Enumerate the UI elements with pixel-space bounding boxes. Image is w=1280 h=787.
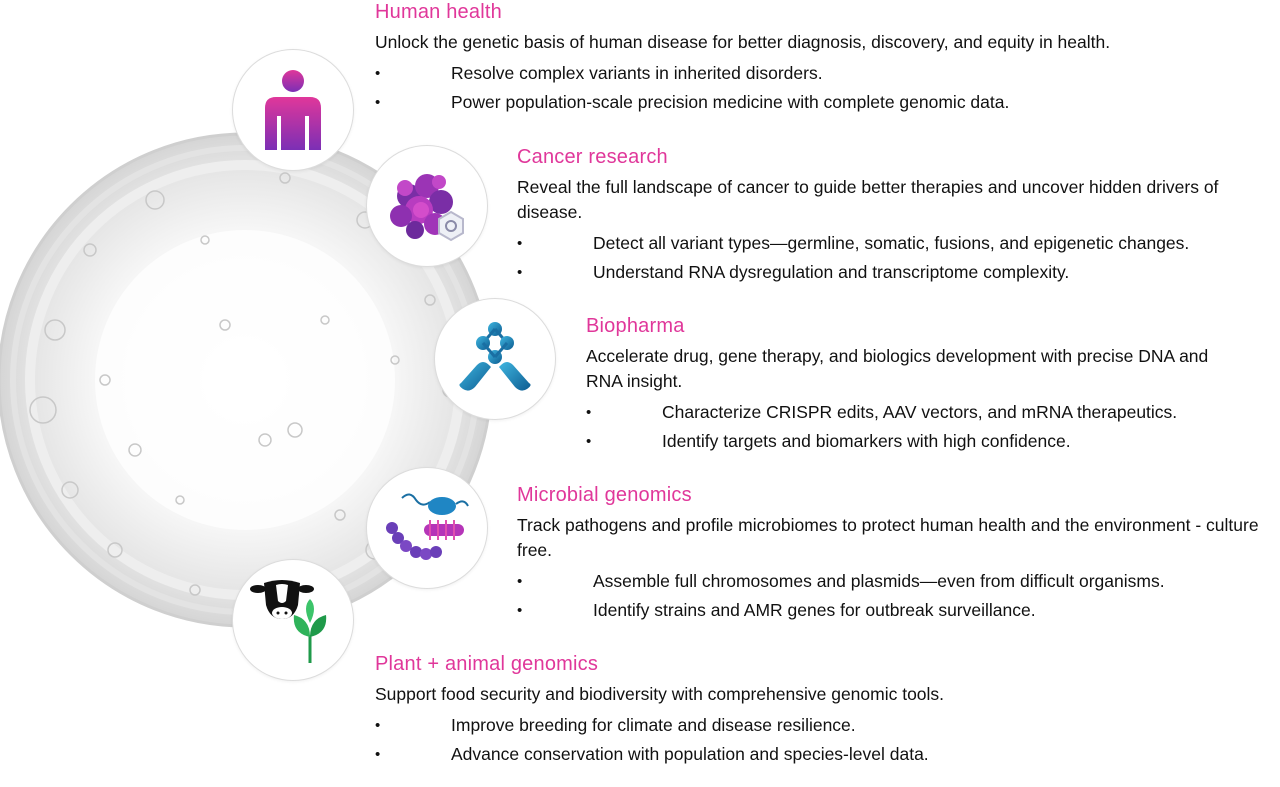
cancer-cell-icon-circle (366, 145, 488, 267)
section-cancer-research: Cancer research Reveal the full landscap… (517, 145, 1237, 287)
capsule-molecule-icon (459, 322, 531, 391)
bullet-list: Characterize CRISPR edits, AAV vectors, … (586, 398, 1236, 456)
section-biopharma: Biopharma Accelerate drug, gene therapy,… (586, 314, 1236, 456)
cancer-cell-icon (390, 174, 464, 242)
bullet-list: Improve breeding for climate and disease… (375, 711, 1255, 769)
cow-plant-icon (250, 580, 327, 663)
section-description: Support food security and biodiversity w… (375, 684, 945, 704)
section-plant-animal-genomics: Plant + animal genomics Support food sec… (375, 652, 1255, 769)
bullet-item: Improve breeding for climate and disease… (375, 711, 1255, 740)
bullet-item: Understand RNA dysregulation and transcr… (517, 258, 1237, 287)
section-description: Unlock the genetic basis of human diseas… (375, 32, 1111, 52)
person-icon (265, 70, 321, 150)
bullet-item: Power population-scale precision medicin… (375, 88, 1275, 117)
microbe-icon-circle (366, 467, 488, 589)
section-microbial-genomics: Microbial genomics Track pathogens and p… (517, 483, 1262, 625)
section-title: Cancer research (517, 146, 668, 168)
bullet-item: Identify strains and AMR genes for outbr… (517, 596, 1262, 625)
bullet-item: Resolve complex variants in inherited di… (375, 59, 1275, 88)
bullet-list: Assemble full chromosomes and plasmids—e… (517, 567, 1262, 625)
bullet-item: Advance conservation with population and… (375, 740, 1255, 769)
capsule-molecule-icon-circle (434, 298, 556, 420)
section-description: Accelerate drug, gene therapy, and biolo… (586, 346, 1209, 391)
bullet-list: Resolve complex variants in inherited di… (375, 59, 1275, 117)
bullet-item: Identify targets and biomarkers with hig… (586, 427, 1236, 456)
section-description: Reveal the full landscape of cancer to g… (517, 177, 1219, 222)
bullet-item: Assemble full chromosomes and plasmids—e… (517, 567, 1262, 596)
person-icon-circle (232, 49, 354, 171)
bullet-item: Characterize CRISPR edits, AAV vectors, … (586, 398, 1236, 427)
bullet-list: Detect all variant types—germline, somat… (517, 229, 1237, 287)
section-title: Biopharma (586, 315, 685, 337)
bullet-item: Detect all variant types—germline, somat… (517, 229, 1237, 258)
section-description: Track pathogens and profile microbiomes … (517, 515, 1259, 560)
section-title: Human health (375, 1, 502, 23)
section-title: Microbial genomics (517, 484, 692, 506)
microbe-icon (386, 493, 469, 560)
cow-plant-icon-circle (232, 559, 354, 681)
section-title: Plant + animal genomics (375, 653, 599, 675)
section-human-health: Human health Unlock the genetic basis of… (375, 0, 1275, 117)
